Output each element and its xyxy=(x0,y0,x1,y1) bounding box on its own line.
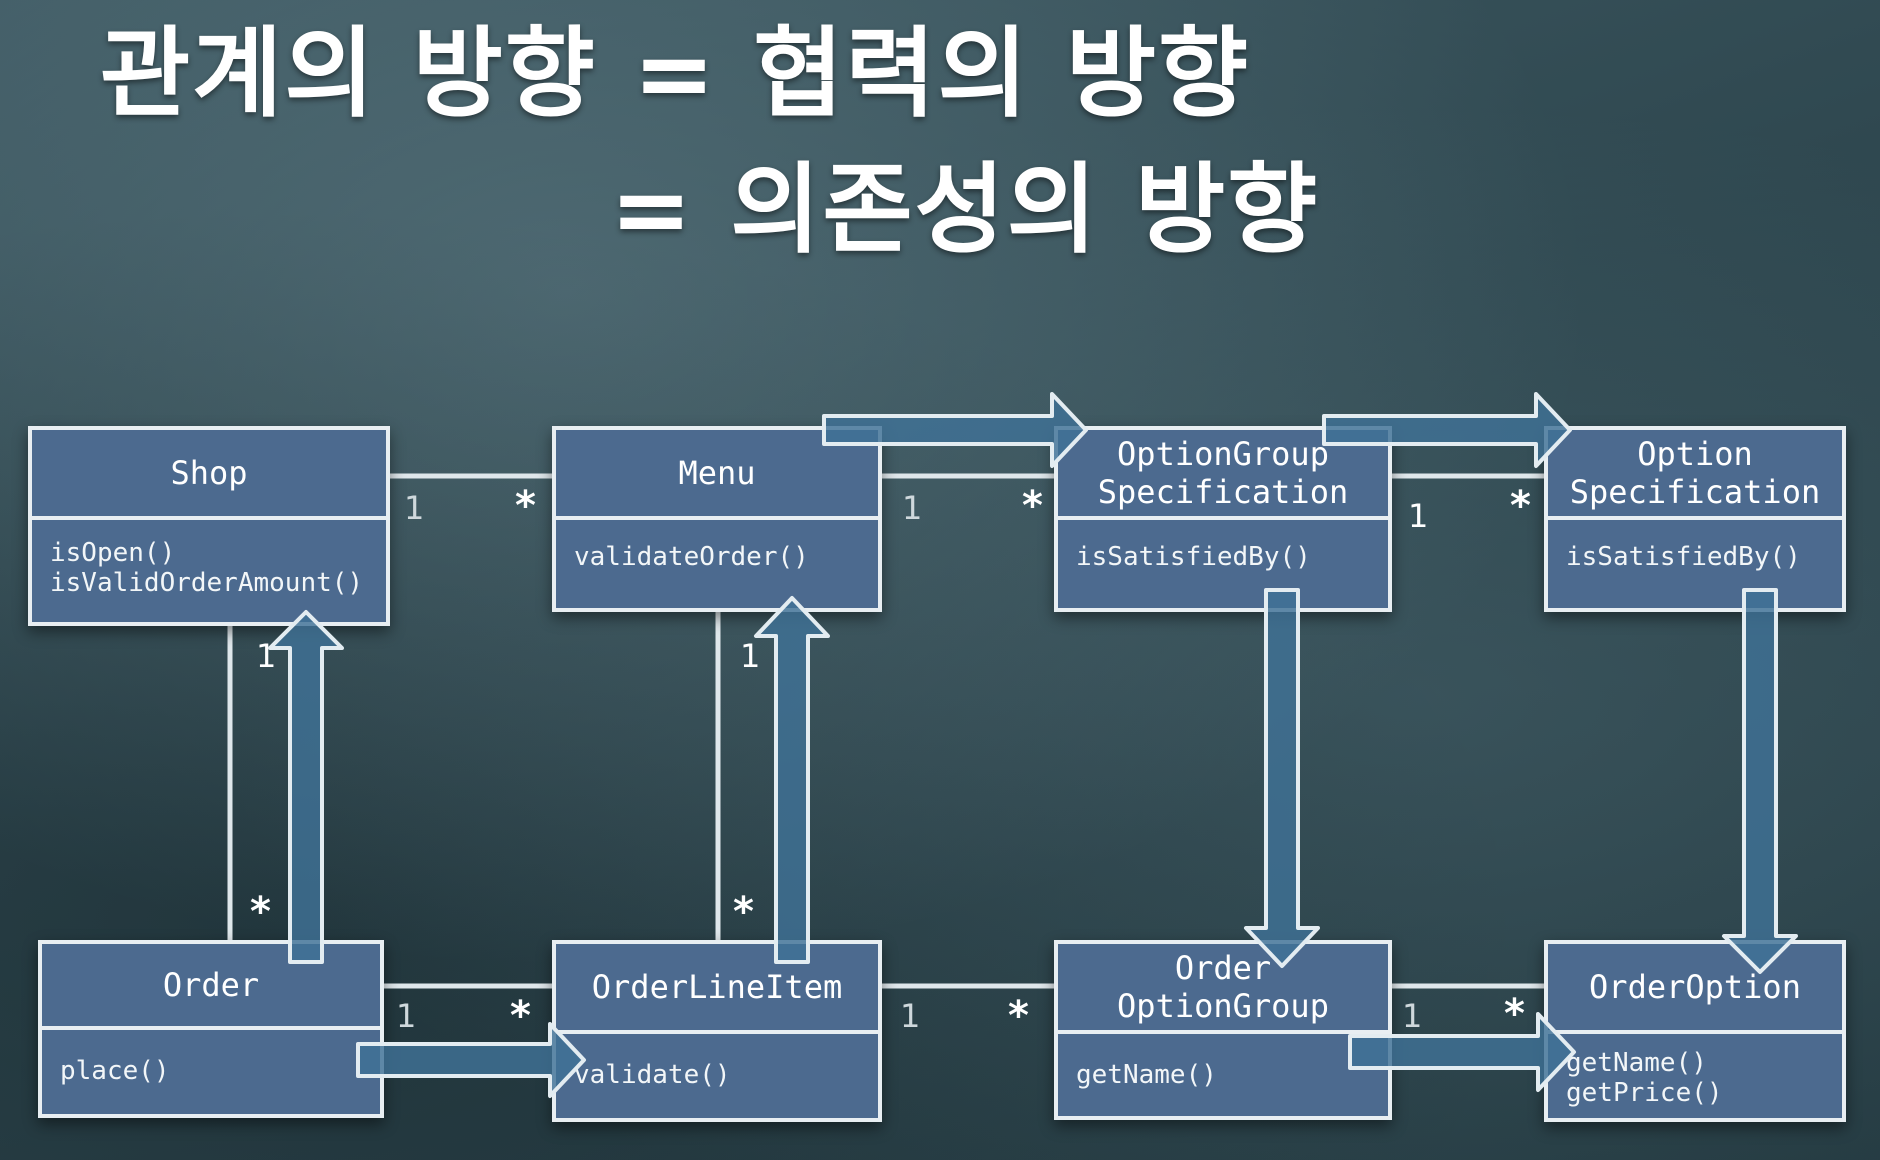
class-order: Order place() xyxy=(38,940,384,1118)
multiplicity-oog-oo-many: * xyxy=(1504,991,1525,1037)
multiplicity-menu-oli-one: 1 xyxy=(740,637,761,675)
multiplicity-oli-oog-many: * xyxy=(1008,993,1029,1039)
class-order-option-group: Order OptionGroup getName() xyxy=(1054,940,1392,1120)
class-name: OptionGroup Specification xyxy=(1058,430,1388,520)
arrow-menu-to-option-group-spec xyxy=(822,392,1088,468)
class-operations: getName() getPrice() xyxy=(1566,1048,1723,1108)
class-order-option: OrderOption getName() getPrice() xyxy=(1544,940,1846,1122)
arrow-order-option-group-to-order-option xyxy=(1348,1012,1576,1092)
multiplicity-order-oli-many: * xyxy=(510,993,531,1039)
multiplicity-menu-ogs-one: 1 xyxy=(902,489,923,527)
multiplicity-ogs-os-many: * xyxy=(1510,483,1531,529)
multiplicity-shop-order-many: * xyxy=(250,889,271,935)
class-operations: validate() xyxy=(574,1060,731,1090)
class-shop: Shop isOpen() isValidOrderAmount() xyxy=(28,426,390,626)
multiplicity-menu-ogs-many: * xyxy=(1022,483,1043,529)
multiplicity-oli-oog-one: 1 xyxy=(900,997,921,1035)
multiplicity-shop-menu-many: * xyxy=(515,483,536,529)
multiplicity-oog-oo-one: 1 xyxy=(1402,997,1423,1035)
class-operations: isSatisfiedBy() xyxy=(1566,542,1801,572)
multiplicity-shop-menu-one: 1 xyxy=(404,489,425,527)
arrow-ogs-to-order-option-group xyxy=(1244,588,1320,968)
arrow-option-spec-to-order-option xyxy=(1722,588,1798,974)
multiplicity-order-oli-one: 1 xyxy=(396,997,417,1035)
multiplicity-menu-oli-many: * xyxy=(733,889,754,935)
class-name: OrderLineItem xyxy=(556,944,878,1034)
arrow-order-to-order-line-item xyxy=(356,1022,586,1098)
class-operations: isOpen() isValidOrderAmount() xyxy=(50,538,364,598)
arrow-order-to-shop xyxy=(268,610,344,964)
class-order-line-item: OrderLineItem validate() xyxy=(552,940,882,1122)
class-name: OrderOption xyxy=(1548,944,1842,1034)
class-name: Option Specification xyxy=(1548,430,1842,520)
title-line-1: 관계의 방향 = 협력의 방향 xyxy=(100,17,1251,131)
class-operations: validateOrder() xyxy=(574,542,809,572)
class-name: Shop xyxy=(32,430,386,520)
arrow-order-line-item-to-menu xyxy=(754,596,830,964)
class-name: Menu xyxy=(556,430,878,520)
class-operations: place() xyxy=(60,1056,170,1086)
class-option-specification: Option Specification isSatisfiedBy() xyxy=(1544,426,1846,612)
class-name: Order xyxy=(42,944,380,1030)
class-name: Order OptionGroup xyxy=(1058,944,1388,1034)
class-option-group-specification: OptionGroup Specification isSatisfiedBy(… xyxy=(1054,426,1392,612)
multiplicity-ogs-os-one: 1 xyxy=(1408,497,1429,535)
class-menu: Menu validateOrder() xyxy=(552,426,882,612)
arrow-ogs-to-option-spec xyxy=(1322,392,1572,468)
title-line-2: = 의존성의 방향 xyxy=(610,153,1320,267)
class-operations: getName() xyxy=(1076,1060,1217,1090)
class-operations: isSatisfiedBy() xyxy=(1076,542,1311,572)
